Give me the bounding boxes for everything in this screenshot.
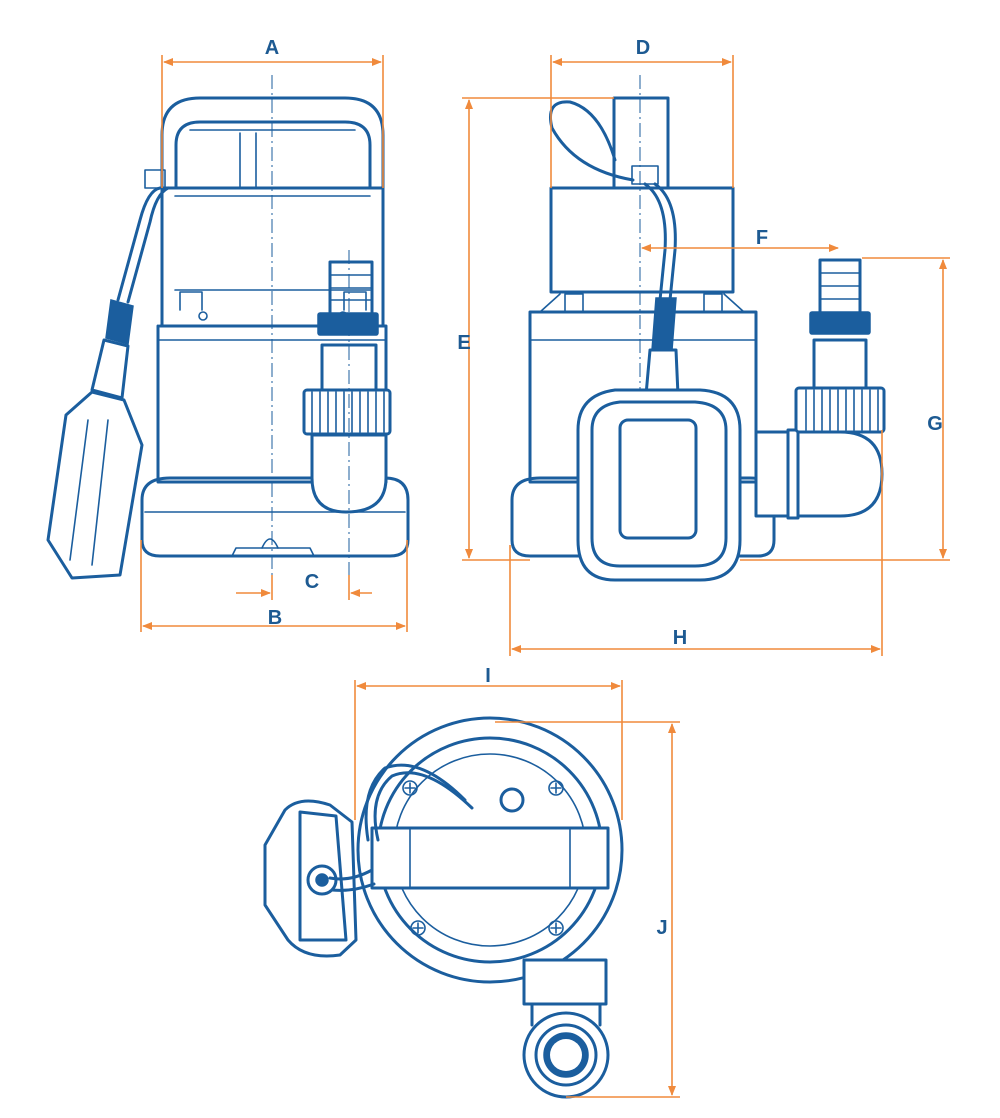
dimension-label-c: C <box>305 571 319 593</box>
dimension-label-e: E <box>457 332 470 354</box>
top-view <box>263 716 624 1099</box>
dimension-lines <box>140 55 950 1098</box>
dimension-label-j: J <box>656 917 667 939</box>
knurl-side <box>805 389 879 431</box>
dimension-label-h: H <box>673 627 687 649</box>
dimension-label-f: F <box>756 227 768 249</box>
knurl-front <box>311 391 385 433</box>
side-view <box>510 75 886 582</box>
dimension-label-b: B <box>268 607 282 629</box>
dimension-label-a: A <box>265 37 279 59</box>
dimension-label-i: I <box>485 665 491 687</box>
dimension-label-g: G <box>927 413 943 435</box>
dimension-label-d: D <box>636 37 650 59</box>
front-view <box>46 75 410 598</box>
